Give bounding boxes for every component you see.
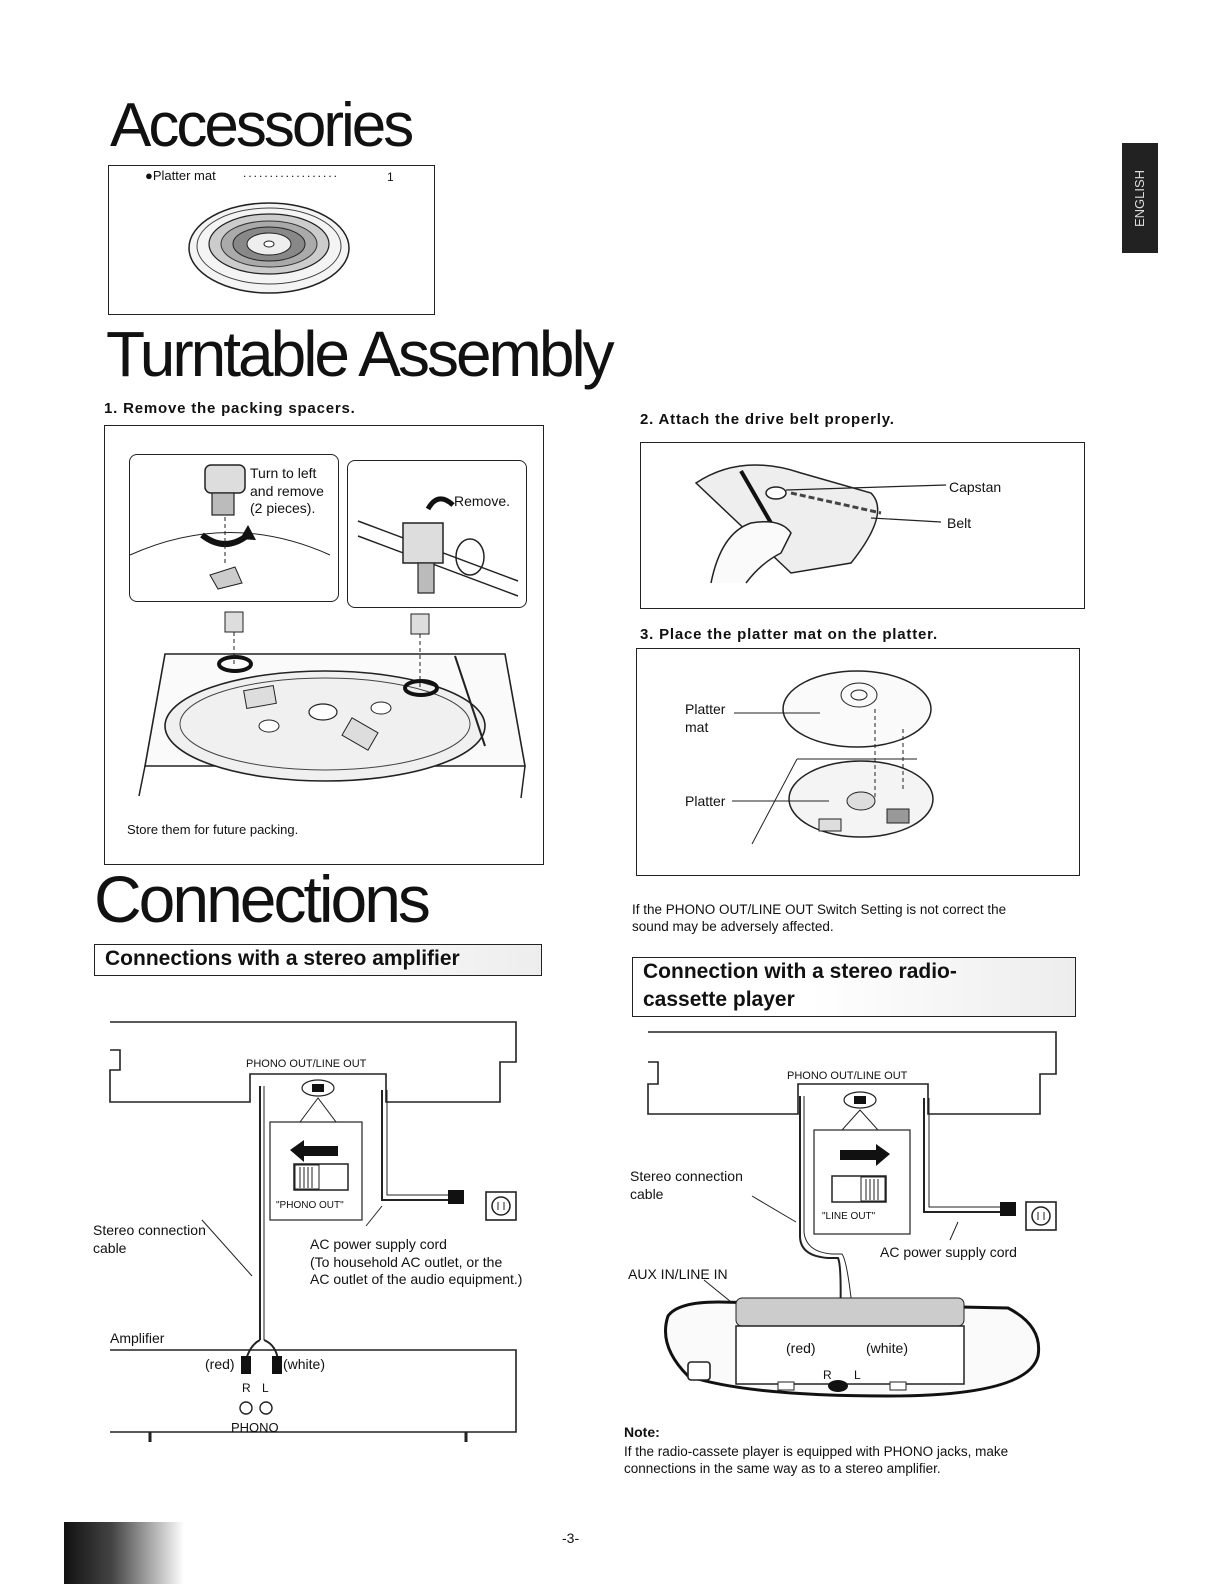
accessories-box: ●Platter mat .................. 1 (108, 165, 435, 315)
radio-r-label: R (823, 1368, 832, 1382)
radio-white-label: (white) (866, 1340, 908, 1358)
store-text: Store them for future packing. (127, 822, 298, 837)
amp-ac-cord-label: AC power supply cord (To household AC ou… (310, 1236, 522, 1289)
radio-switch-label: PHONO OUT/LINE OUT (787, 1070, 907, 1082)
drive-belt-illustration (641, 443, 1086, 610)
amp-switch-label: PHONO OUT/LINE OUT (246, 1058, 366, 1070)
note-label: Note: (624, 1424, 660, 1440)
capstan-label: Capstan (949, 479, 1001, 497)
radio-l-label: L (854, 1368, 861, 1382)
radio-switch-pos: "LINE OUT" (822, 1211, 875, 1222)
amp-white-label: (white) (283, 1356, 325, 1374)
phono-warning: If the PHONO OUT/LINE OUT Switch Setting… (632, 902, 1006, 936)
turntable-illustration (105, 426, 545, 846)
platter-mat-illustration (109, 166, 436, 316)
step-1-heading: 1. Remove the packing spacers. (104, 400, 356, 417)
step-2-box: Capstan Belt (640, 442, 1085, 609)
phono-jack-label: PHONO (231, 1420, 279, 1435)
connections-title: Connections (94, 866, 428, 932)
note-text: If the radio-cassete player is equipped … (624, 1444, 1008, 1478)
platter-mat-placement-illustration (637, 649, 1081, 877)
assembly-title: Turntable Assembly (106, 322, 612, 386)
step-3-heading: 3. Place the platter mat on the platter. (640, 626, 938, 643)
amp-switch-pos: "PHONO OUT" (276, 1200, 344, 1211)
page-number: -3- (562, 1530, 579, 1546)
step-1-box: Turn to left and remove (2 pieces). Remo… (104, 425, 544, 865)
accessories-title: Accessories (110, 95, 411, 157)
amplifier-section-heading: Connections with a stereo amplifier (94, 944, 542, 976)
amplifier-label: Amplifier (110, 1330, 164, 1348)
amp-r-label: R (242, 1381, 251, 1395)
radio-connection-diagram (628, 1026, 1078, 1426)
radio-ac-cord-label: AC power supply cord (880, 1244, 1017, 1262)
step-3-box: Platter mat Platter (636, 648, 1080, 876)
step-2-heading: 2. Attach the drive belt properly. (640, 411, 895, 428)
radio-red-label: (red) (786, 1340, 816, 1358)
aux-in-label: AUX IN/LINE IN (628, 1266, 728, 1284)
amp-cable-label: Stereo connection cable (93, 1222, 206, 1257)
radio-section-heading: Connection with a stereo radio- cassette… (632, 957, 1076, 1017)
amp-l-label: L (262, 1381, 269, 1395)
language-tab: ENGLISH (1122, 143, 1158, 253)
radio-cable-label: Stereo connection cable (630, 1168, 743, 1203)
amp-red-label: (red) (205, 1356, 235, 1374)
scan-shadow (64, 1522, 184, 1584)
belt-label: Belt (947, 515, 971, 533)
